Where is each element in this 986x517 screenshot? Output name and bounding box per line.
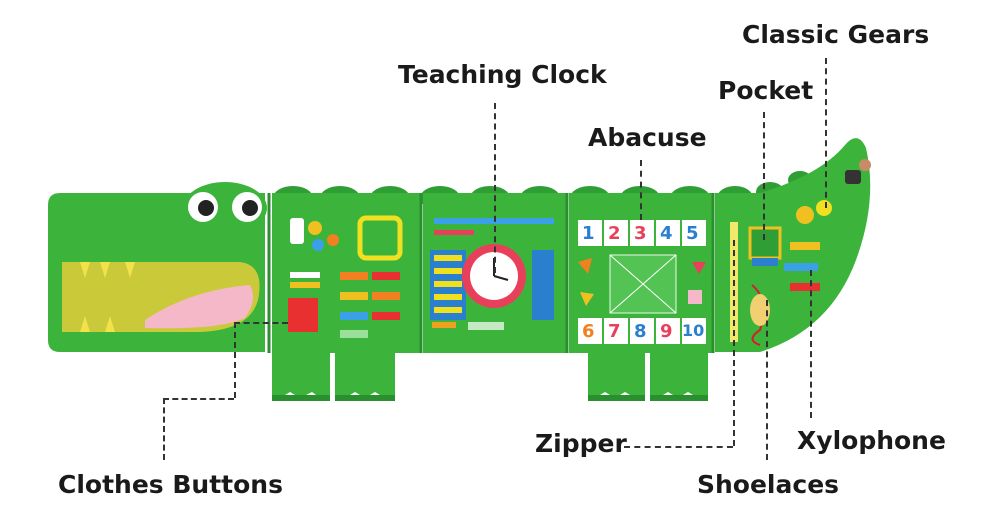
- panel-tail: [730, 159, 871, 346]
- label-classic-gears: Classic Gears: [742, 20, 930, 49]
- label-shoelaces: Shoelaces: [697, 470, 840, 499]
- number-card: 7: [608, 321, 621, 342]
- leader-clothes-buttons-top: [234, 322, 288, 324]
- panel-clothes-buttons: [288, 215, 403, 338]
- label-clothes-buttons: Clothes Buttons: [58, 470, 283, 499]
- label-xylophone: Xylophone: [797, 426, 946, 455]
- panel-abacuse: [578, 220, 706, 344]
- number-card: 1: [582, 223, 595, 244]
- number-card: 8: [634, 321, 647, 342]
- leader-abacuse: [640, 160, 642, 220]
- label-zipper: Zipper: [535, 429, 627, 458]
- tongue: [145, 285, 254, 329]
- leader-shoelaces: [766, 300, 768, 460]
- number-card: 6: [582, 321, 595, 342]
- leader-clothes-buttons-v2: [163, 398, 165, 460]
- number-card: 3: [634, 223, 647, 244]
- leader-teaching-clock: [494, 103, 496, 273]
- number-card: 2: [608, 223, 621, 244]
- leader-xylophone: [810, 270, 812, 418]
- label-abacuse: Abacuse: [588, 123, 707, 152]
- eyes: [188, 192, 262, 222]
- number-cards-bottom: 6 7 8 9 10: [578, 319, 708, 345]
- leader-zipper-h: [624, 446, 733, 448]
- number-card: 5: [686, 223, 699, 244]
- label-pocket: Pocket: [718, 76, 814, 105]
- number-card: 9: [660, 321, 673, 342]
- leader-clothes-buttons-h: [163, 398, 234, 400]
- number-card: 10: [682, 321, 705, 340]
- label-teaching-clock: Teaching Clock: [398, 60, 607, 89]
- leader-classic-gears: [825, 58, 827, 208]
- leader-pocket: [763, 112, 765, 240]
- leader-zipper-v: [733, 240, 735, 446]
- number-card: 4: [660, 223, 673, 244]
- number-cards-top: 1 2 3 4 5: [578, 221, 708, 247]
- leader-clothes-buttons-v1: [234, 322, 236, 398]
